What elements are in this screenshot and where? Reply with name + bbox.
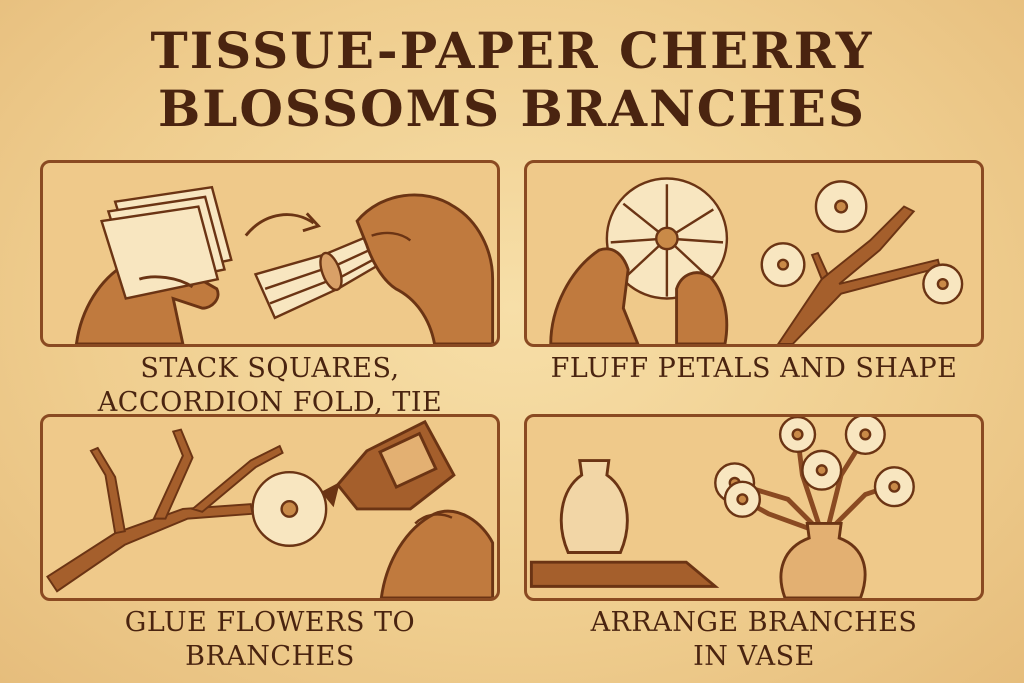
step-2-illustration [549, 177, 964, 344]
step-3-panel [40, 414, 500, 601]
small-flower-icon [922, 263, 964, 305]
small-flower-icon [760, 242, 806, 288]
small-flower-icon [814, 180, 868, 233]
left-hand-icon [549, 247, 640, 344]
vase-flower-icon [801, 449, 843, 491]
vase-flower-icon [723, 480, 762, 518]
step-2-caption: FLUFF PETALS AND SHAPE [524, 352, 984, 386]
step-2-panel [524, 160, 984, 347]
arrow-icon [244, 213, 315, 237]
glue-bottle-icon [320, 419, 456, 511]
filled-vase-icon [779, 522, 867, 598]
step-3-caption: GLUE FLOWERS TO BRANCHES [40, 606, 500, 674]
step-2-caption-line-1: FLUFF PETALS AND SHAPE [550, 353, 958, 384]
step-3-caption-line-2: BRANCHES [185, 641, 355, 672]
shelf-icon [529, 560, 720, 588]
branch-icon [46, 428, 284, 593]
step-4-caption-line-1: ARRANGE BRANCHES [590, 607, 918, 638]
step-4-caption-line-2: IN VASE [693, 641, 815, 672]
step-4-illustration [529, 417, 915, 598]
vase-flower-icon [873, 466, 915, 508]
right-hand-icon [355, 193, 495, 344]
title-line-2: BLOSSOMS BRANCHES [157, 79, 867, 138]
page-title: TISSUE-PAPER CHERRY BLOSSOMS BRANCHES [0, 22, 1024, 138]
flower-icon [251, 470, 328, 547]
step-1-caption-line-1: STACK SQUARES, [140, 353, 400, 384]
right-hand-icon [675, 271, 729, 344]
paper-squares-icon [100, 185, 233, 300]
vase-flower-icon [778, 417, 817, 454]
step-3-illustration [46, 419, 495, 598]
hand-icon [379, 509, 495, 598]
step-3-caption-line-1: GLUE FLOWERS TO [124, 607, 416, 638]
vase-flower-icon [844, 417, 886, 455]
step-4-caption: ARRANGE BRANCHES IN VASE [524, 606, 984, 674]
step-1-panel [40, 160, 500, 347]
empty-vase-icon [559, 459, 629, 554]
title-line-1: TISSUE-PAPER CHERRY [150, 21, 874, 80]
branch-icon [777, 205, 942, 344]
step-4-panel [524, 414, 984, 601]
step-1-illustration [74, 185, 495, 344]
fluffed-flower-icon [605, 177, 729, 300]
